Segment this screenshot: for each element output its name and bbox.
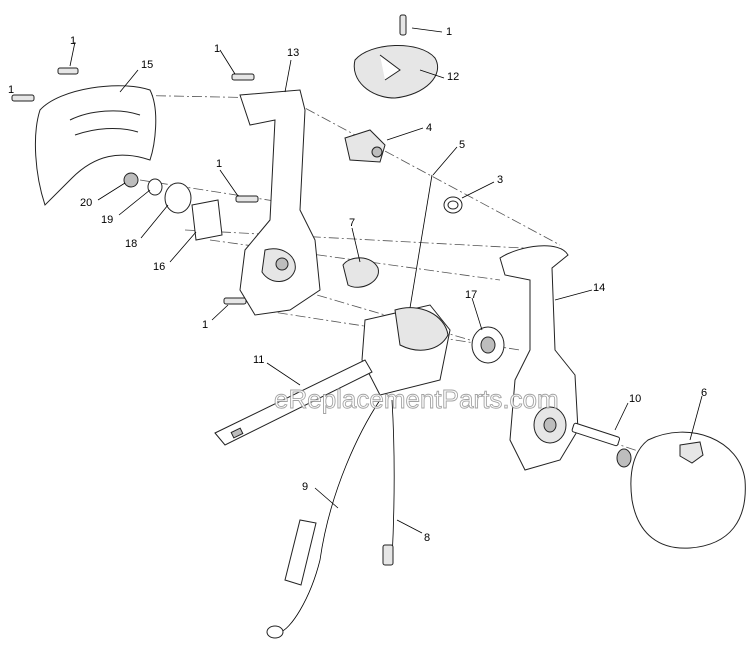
part-14-housing	[499, 245, 579, 471]
part-10-bolt	[571, 422, 632, 468]
part-4-clip	[344, 129, 386, 163]
callout-9: 9	[302, 481, 308, 493]
callout-3: 3	[497, 174, 503, 186]
part-6-right-cover	[630, 431, 746, 549]
callout-1: 1	[216, 158, 222, 170]
part-17-bushing	[471, 326, 505, 364]
washer-stack	[123, 172, 223, 241]
callout-8: 8	[424, 532, 430, 544]
callout-13: 13	[287, 47, 299, 59]
callout-5: 5	[459, 139, 465, 151]
callout-1: 1	[446, 26, 452, 38]
part-13-bracket	[239, 89, 321, 316]
callout-1: 1	[70, 35, 76, 47]
callout-17: 17	[465, 289, 477, 301]
part-15-left-cover	[34, 85, 157, 206]
callout-4: 4	[426, 122, 432, 134]
part-7-cam	[342, 257, 379, 288]
center-assembly	[214, 304, 451, 446]
callout-1: 1	[8, 84, 14, 96]
part-3-spring	[443, 196, 463, 214]
callout-11: 11	[253, 354, 264, 366]
callout-12: 12	[447, 71, 459, 83]
part-1-screws	[11, 14, 407, 305]
part-5-rod	[407, 174, 433, 321]
callout-16: 16	[153, 261, 165, 273]
watermark-text: eReplacementParts.com	[274, 384, 559, 414]
callout-1: 1	[214, 43, 220, 55]
callout-15: 15	[141, 59, 153, 71]
callout-6: 6	[701, 387, 707, 399]
callout-14: 14	[593, 282, 605, 294]
callout-10: 10	[629, 393, 641, 405]
callout-1: 1	[202, 319, 208, 331]
callout-20: 20	[80, 197, 92, 209]
callout-19: 19	[101, 214, 113, 226]
callout-18: 18	[125, 238, 137, 250]
callout-7: 7	[349, 217, 355, 229]
callout-numbers: 1 1 1 1 1 1 3 4 5 6 7 8 9 10 11 12 13 14…	[8, 26, 707, 544]
cables	[266, 399, 395, 639]
callout-leaders	[69, 27, 703, 534]
part-12-knob	[353, 45, 438, 99]
